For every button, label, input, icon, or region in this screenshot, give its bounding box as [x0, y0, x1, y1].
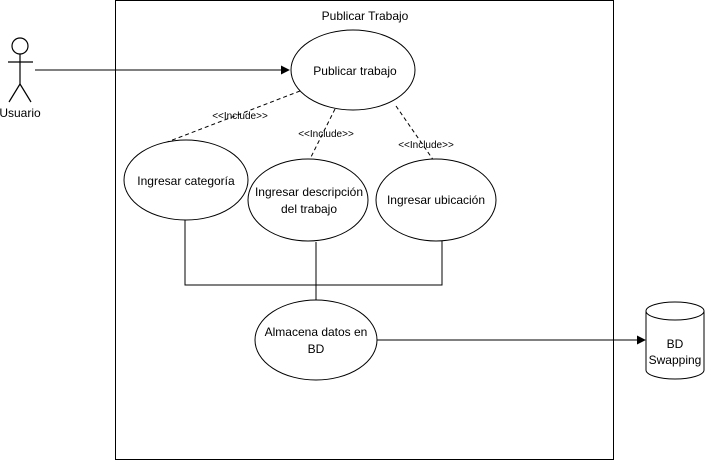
include-label-middle: <<Include>>	[298, 129, 354, 140]
use-case-ingresar-categoria[interactable]	[123, 139, 249, 221]
use-case-ingresar-categoria-label: Ingresar categoría	[137, 174, 235, 188]
use-case-ingresar-descripcion[interactable]	[247, 158, 369, 242]
use-case-ingresar-ubicacion[interactable]	[375, 158, 497, 242]
use-case-publicar-trabajo-label: Publicar trabajo	[313, 64, 397, 78]
use-case-ingresar-descripcion-label-2: del trabajo	[281, 202, 337, 216]
include-label-left: <<Include>>	[212, 111, 268, 122]
include-line-description	[309, 108, 336, 160]
include-label-right: <<Include>>	[398, 140, 454, 151]
connector-category	[184, 220, 316, 286]
database-icon[interactable]	[645, 301, 705, 380]
actor-head	[11, 37, 29, 55]
use-case-almacena-datos-label-2: BD	[308, 342, 325, 356]
include-line-category	[161, 90, 301, 145]
use-case-almacena-datos-label-1: Almacena datos en	[265, 325, 368, 339]
database-label-2: Swapping	[649, 353, 702, 367]
use-case-almacena-datos[interactable]	[254, 299, 378, 381]
actor-name: Usuario	[0, 106, 41, 120]
use-case-ingresar-descripcion-label-1: Ingresar descripción	[255, 185, 363, 199]
system-title: Publicar Trabajo	[322, 9, 409, 23]
connector-location	[316, 240, 443, 286]
use-case-ingresar-ubicacion-label: Ingresar ubicación	[387, 193, 485, 207]
database-label-1: BD	[667, 337, 684, 351]
use-case-publicar-trabajo[interactable]	[290, 29, 416, 111]
actor-usuario	[8, 37, 33, 103]
